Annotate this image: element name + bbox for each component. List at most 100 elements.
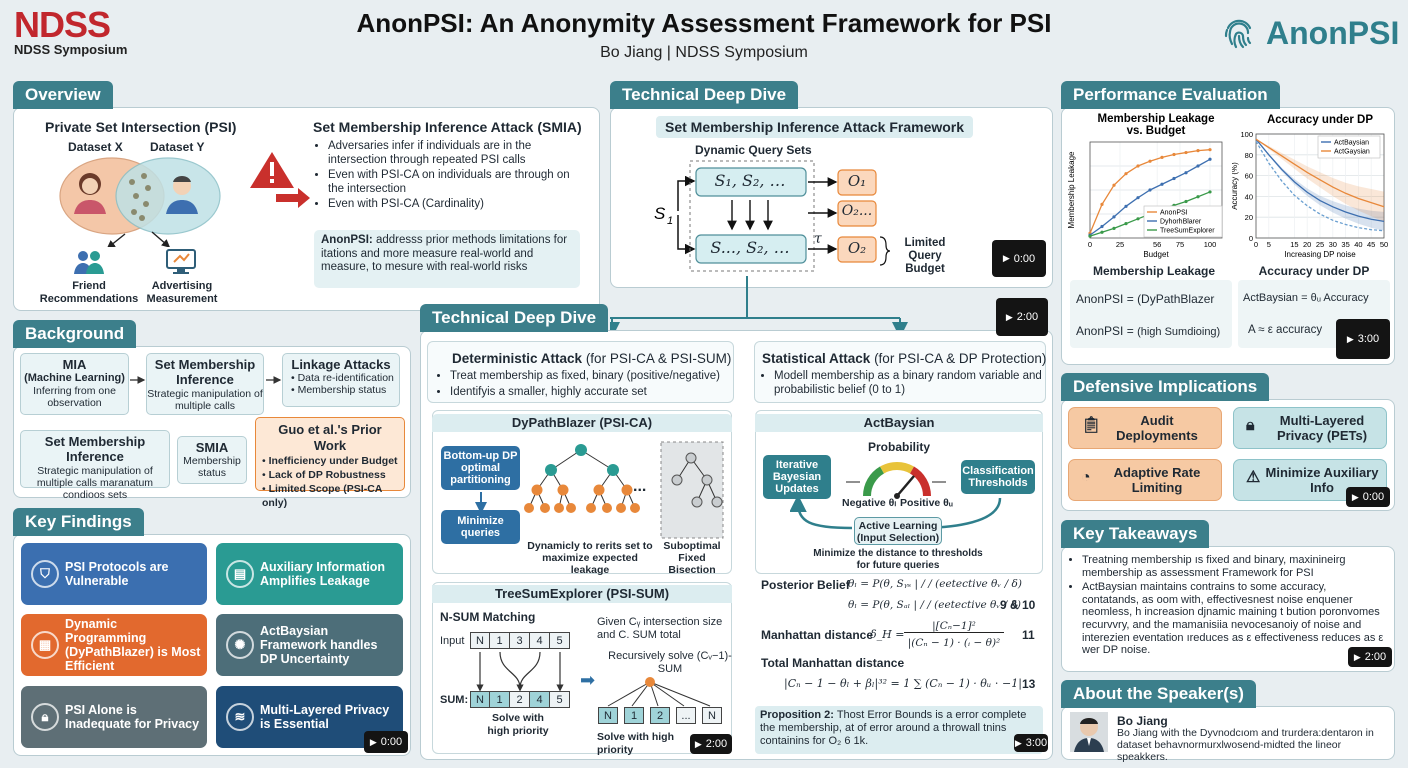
data-point (1160, 182, 1164, 186)
speaker-bio: Bo Jiang with the Dyvnodcıom and trurder… (1117, 727, 1374, 763)
deepdive1-title: Technical Deep Dive (610, 81, 799, 109)
det-bullet: Identifyis a smaller, highly accurate se… (450, 386, 730, 400)
shield-icon: ⛉ (31, 560, 59, 588)
brain-icon: ✺ (226, 631, 254, 659)
y-tick-label: 40 (1245, 192, 1253, 201)
video-button[interactable]: ▶2:00 (1348, 647, 1392, 667)
det-bullet: Treat membership as fixed, binary (posit… (450, 370, 730, 384)
video-button[interactable]: ▶2:00 (996, 298, 1048, 336)
defense-card-audit: 📋︎Audit Deployments (1068, 407, 1222, 449)
x-tick-label: 25 (1116, 240, 1124, 249)
connector-arrows (610, 276, 908, 336)
data-point (1112, 183, 1116, 187)
venn-diagram (59, 157, 221, 247)
data-point (1124, 204, 1128, 208)
deepdive2-title: Technical Deep Dive (420, 304, 609, 332)
smia-bullet: Even with PSI-CA on individuals are thro… (328, 169, 584, 196)
y-tick-label: 80 (1245, 151, 1253, 160)
probability-label: Probability (868, 440, 931, 454)
treesum-box (432, 582, 732, 754)
x-tick-label: 25 (1316, 240, 1324, 249)
dp-partition-box: Bottom-up DP optimal partitioning (441, 446, 520, 490)
video-button[interactable]: ▶3:00 (1336, 319, 1390, 359)
video-button[interactable]: ▶0:00 (364, 731, 408, 753)
recursive-label: Recursively solve (Cᵥ−1)-SUM (608, 650, 732, 675)
x-tick-label: 0 (1088, 240, 1092, 249)
data-point (1196, 195, 1200, 199)
data-point (1208, 190, 1212, 194)
person-x-icon (74, 173, 106, 214)
manhattan-lhs: δ_H = (870, 628, 905, 641)
defense-card-rate: ◔Adaptive Rate Limiting (1068, 459, 1222, 501)
video-button[interactable]: ▶2:00 (690, 734, 732, 754)
y-tick-label: 20 (1245, 213, 1253, 222)
header: NDSS NDSS Symposium AnonPSI: An Anonymit… (0, 0, 1408, 74)
performance-title: Performance Evaluation (1061, 81, 1280, 109)
psi-title: Private Set Intersection (PSI) (45, 119, 237, 135)
x-tick-label: 35 (1341, 240, 1349, 249)
data-point (1112, 226, 1116, 230)
y-tick-label: 60 (1245, 172, 1253, 181)
calculator-icon: ▦ (31, 631, 59, 659)
query-set-bottom: S..., S₂, … (710, 238, 790, 257)
sum-tree (607, 677, 711, 707)
data-point (1184, 199, 1188, 204)
y-axis-label: Accuracy (%) (1232, 162, 1239, 210)
defense-card-pets: 🔒︎Multi-Layered Privacy (PETs) (1233, 407, 1387, 449)
video-button[interactable]: ▶0:00 (992, 240, 1046, 277)
dy-caption-1: Dynamicly to rerits set to maximize expe… (527, 540, 653, 576)
video-button[interactable]: ▶0:00 (1346, 487, 1390, 507)
x-axis-label: Budget (1143, 250, 1169, 259)
pos-label: Positive θᵤ (900, 497, 953, 509)
dataset-y-label: Dataset Y (150, 140, 205, 154)
play-icon: ▶ (369, 736, 377, 747)
x-axis-label: Increasing DP noise (1284, 250, 1356, 259)
s1-label: S (654, 204, 666, 223)
data-point (1136, 217, 1140, 221)
smia-bullets: Adversaries infer if individuals are in … (314, 140, 584, 214)
statistical-box (754, 341, 1046, 403)
active-learning-box: Active Learning (Input Selection) (854, 517, 942, 545)
smia-bullet: Adversaries infer if individuals are in … (328, 140, 584, 167)
overview-title: Overview (13, 81, 113, 109)
data-point (1136, 196, 1140, 200)
dypath-title: DyPathBlazer (PSI-CA) (432, 414, 732, 432)
x-tick-label: 20 (1303, 240, 1311, 249)
legend-label: ActGaysian (1334, 149, 1370, 156)
minimize-label: Minimize the distance to thresholds for … (813, 548, 983, 571)
total-manhattan-eq: |Cₙ − 1 − θₗ + βₗ|³² = 1 ∑ (Cₙ − 1) · θᵤ… (784, 677, 1022, 690)
data-point (1172, 176, 1176, 181)
y-tick-label: 0 (1249, 234, 1253, 243)
x-tick-label: 15 (1290, 240, 1298, 249)
sum-label: SUM: (440, 694, 469, 706)
data-point (1160, 155, 1164, 159)
nsum-arrows (476, 651, 564, 692)
data-point (1100, 230, 1104, 234)
x-tick-label: 50 (1380, 240, 1388, 249)
x-tick-label: 100 (1204, 240, 1217, 249)
dy-caption-2: Suboptimal Fixed Bisection (663, 540, 721, 576)
input-label: Input (440, 635, 465, 647)
monitor-icon (166, 249, 196, 274)
play-icon: ▶ (1353, 651, 1361, 662)
friend-label: Friend Recommendations (39, 280, 139, 305)
smia-title: Set Membership Inference Attack (SMIA) (313, 119, 582, 135)
nsum-label: N-SUM Matching (440, 610, 536, 624)
manhattan-den: |(Cₙ − 1) · (ᵢ − θ)² (907, 637, 1001, 649)
video-button[interactable]: ▶3:00 (1014, 734, 1048, 752)
manhattan-label: Manhattan distance (761, 628, 874, 642)
det-bullets: Treat membership as fixed, binary (posit… (436, 370, 730, 401)
limited-budget: Limited Query Budget (904, 237, 946, 275)
finding-card-auxiliary: ▤Auxiliary Information Amplifies Leakage (216, 543, 403, 605)
defense-title: Defensive Implications (1061, 373, 1270, 401)
background-title: Background (13, 320, 137, 348)
plot-frame (1255, 133, 1385, 239)
st-bullet: Modell membership as a binary random var… (774, 370, 1042, 397)
legend-label: ActBaysian (1334, 140, 1369, 147)
solve-label: Solve with high priority (487, 712, 549, 737)
ml-eq-2: AnonPSI = (high Sumdioing) (1076, 324, 1221, 338)
gauge-icon (846, 462, 946, 499)
